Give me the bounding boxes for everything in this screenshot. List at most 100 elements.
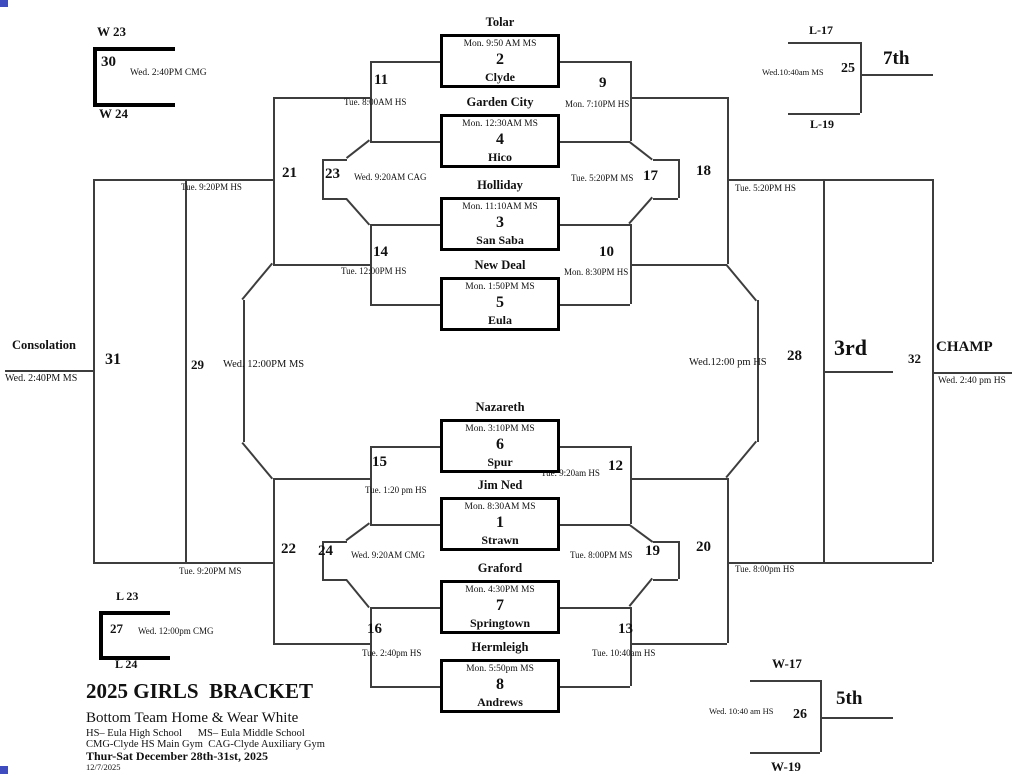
bracket-line — [630, 224, 632, 304]
bracket-line — [629, 141, 654, 161]
bracket-line — [345, 198, 370, 225]
game-32-number: 32 — [908, 351, 921, 366]
game-14-number: 14 — [373, 244, 388, 260]
game-24-number: 24 — [318, 543, 333, 559]
bracket-line — [678, 541, 680, 579]
game-14-time: Tue. 12:00PM HS — [341, 266, 407, 276]
bracket-line — [727, 478, 729, 643]
game-1-time: Mon. 8:30AM MS — [464, 502, 536, 512]
third-place-label: 3rd — [834, 335, 867, 360]
game-26-bottom-feeder: W-19 — [771, 759, 801, 774]
bracket-line — [370, 224, 440, 226]
game-16-time: Tue. 2:40pm HS — [362, 648, 422, 658]
bracket-line — [653, 541, 678, 543]
game-27-top-feeder: L 23 — [116, 589, 139, 603]
game-28-time: Wed.12:00 pm HS — [689, 357, 767, 368]
bracket-line — [630, 97, 727, 99]
bracket-line — [273, 97, 275, 264]
bracket-line — [93, 179, 273, 181]
game-25-top-feeder: L-17 — [809, 23, 833, 37]
game-18-time: Tue. 5:20PM HS — [735, 183, 796, 193]
game-17-time: Tue. 5:20PM MS — [571, 173, 634, 183]
bracket-line — [243, 300, 245, 442]
game-26-number: 26 — [793, 707, 807, 722]
game-8-bottom-team: Andrews — [477, 695, 523, 709]
game-9-number: 9 — [599, 75, 607, 91]
bracket-line — [932, 372, 1012, 374]
bracket-line — [370, 61, 440, 63]
bracket-line — [757, 300, 759, 442]
game-8-number: 8 — [496, 676, 504, 694]
game-27-time: Wed. 12:00pm CMG — [138, 626, 214, 636]
bracket-line — [630, 607, 632, 686]
game-6-time: Mon. 3:10PM MS — [465, 424, 535, 434]
bracket-line — [370, 224, 372, 304]
bracket-line — [823, 371, 893, 373]
game-15-number: 15 — [372, 454, 387, 470]
bracket-line — [345, 579, 370, 608]
game-29-number: 29 — [191, 357, 204, 372]
game-box-8: Mon. 5:50pm MS 8 Andrews — [440, 659, 560, 713]
bracket-line — [370, 524, 440, 526]
game-25-time: Wed.10:40am MS — [762, 67, 824, 77]
bracket-line — [322, 159, 347, 161]
bracket-line — [727, 179, 932, 181]
bracket-line — [860, 42, 862, 113]
game-22-number: 22 — [281, 541, 296, 557]
game-25-bottom-feeder: L-19 — [810, 117, 834, 131]
game-15-time: Tue. 1:20 pm HS — [365, 485, 427, 495]
game-4-time: Mon. 12:30AM MS — [462, 119, 538, 129]
bracket-line — [560, 607, 630, 609]
bracket-line — [560, 446, 630, 448]
game-2-time: Mon. 9:50 AM MS — [463, 39, 537, 49]
revision-date: 12/7/2025 — [86, 762, 121, 772]
bracket-line — [273, 97, 370, 99]
consolation-label: Consolation — [12, 338, 76, 352]
bracket-line — [725, 441, 757, 479]
bracket-line — [273, 478, 370, 480]
game-10-time: Mon. 8:30PM HS — [564, 267, 629, 277]
venue-legend-schools: HS– Eula High School MS– Eula Middle Sch… — [86, 728, 305, 739]
game-11-number: 11 — [374, 72, 389, 88]
scan-artifact — [0, 766, 8, 774]
bracket-line — [99, 656, 170, 660]
game-30-time: Wed. 2:40PM CMG — [130, 68, 207, 78]
game-26-time: Wed. 10:40 am HS — [709, 706, 774, 716]
bracket-line — [560, 141, 630, 143]
game-7-time: Mon. 4:30PM MS — [465, 585, 535, 595]
game-30-number: 30 — [101, 54, 116, 70]
game-3-time: Mon. 11:10AM MS — [462, 202, 538, 212]
bracket-line — [560, 224, 630, 226]
bracket-line — [560, 686, 630, 688]
bracket-line — [727, 97, 729, 264]
game-17-number: 17 — [643, 168, 658, 184]
game-20-time: Tue. 8:00pm HS — [735, 564, 795, 574]
bracket-line — [322, 579, 347, 581]
bracket-line — [823, 179, 825, 562]
game-26-top-feeder: W-17 — [772, 656, 802, 671]
game-19-number: 19 — [645, 543, 660, 559]
bracket-line — [788, 113, 860, 115]
bracket-line — [322, 541, 347, 543]
game-27-number: 27 — [110, 621, 123, 636]
game-11-time: Tue. 8:00AM HS — [344, 97, 407, 107]
game-box-1: Mon. 8:30AM MS 1 Strawn — [440, 497, 560, 551]
bracket-line — [560, 304, 630, 306]
bracket-line — [653, 579, 678, 581]
bracket-line — [370, 141, 440, 143]
bracket-line — [93, 47, 175, 51]
game-20-number: 20 — [696, 539, 711, 555]
game-6-bottom-team: Spur — [487, 455, 513, 469]
game-23-number: 23 — [325, 166, 340, 182]
game-box-6: Mon. 3:10PM MS 6 Spur — [440, 419, 560, 473]
bracket-line — [273, 643, 370, 645]
bracket-line — [93, 562, 273, 564]
game-box-5: Mon. 1:50PM MS 5 Eula — [440, 277, 560, 331]
game-6-number: 6 — [496, 436, 504, 454]
bracket-line — [727, 562, 932, 564]
game-box-4: Mon. 12:30AM MS 4 Hico — [440, 114, 560, 168]
game-7-top-team: Graford — [477, 561, 523, 575]
bracket-line — [346, 522, 370, 542]
bracket-line — [653, 198, 678, 200]
bracket-line — [370, 607, 372, 686]
